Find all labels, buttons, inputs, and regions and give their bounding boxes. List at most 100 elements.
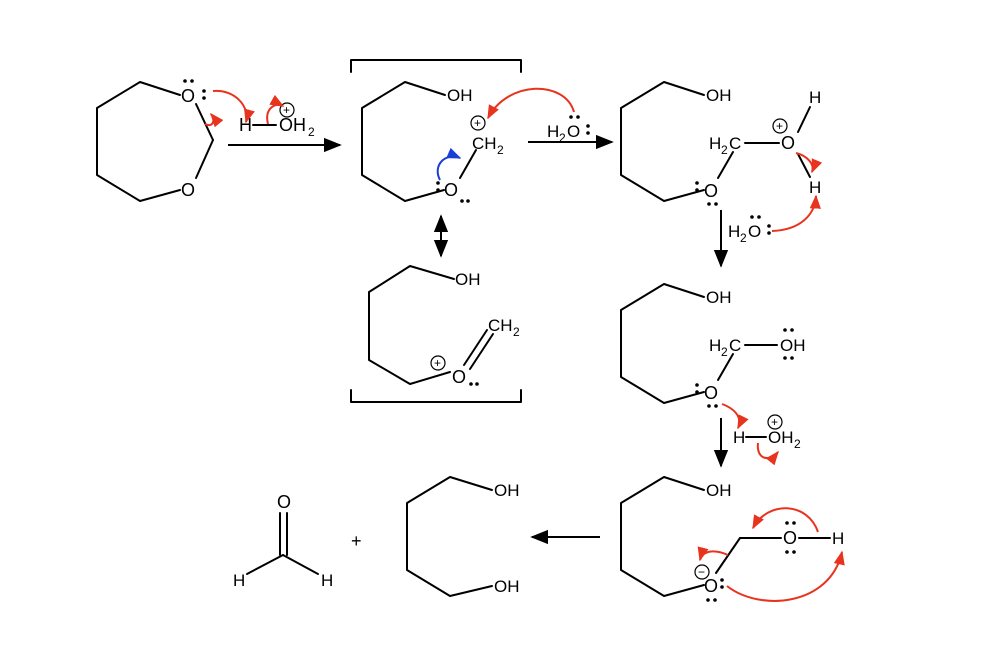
svg-text:+: + [283,103,290,117]
int1-o-label: O [704,181,718,201]
form-a-o-ch2-bond [459,149,477,179]
int1-o-h-bond-bottom [797,153,811,178]
int3-h-label: H [832,529,844,548]
curved-arrow-o-takes-proton [721,403,749,430]
dioxepane-bond-ch2-o2 [195,139,214,179]
form-b-oh-label: OH [455,270,481,289]
water-2-o-label: O [748,222,761,241]
curved-arrow-oh-lone-pair-to-pi [752,507,819,533]
svg-text:+: + [771,415,778,429]
int1-chain-bonds [620,81,705,202]
water-base-1: H 2 O [728,215,771,245]
int3-oh-label: OH [706,481,732,500]
int1-oh-label: OH [706,86,732,105]
int3-lone-pairs [706,521,796,602]
form-a-chain-bonds [361,81,446,202]
svg-text:−: − [698,565,705,579]
dioxepane-o1-label: O [181,86,195,106]
formaldehyde-h-left: H [233,571,245,590]
int2-h2c-c: C [729,336,741,355]
plus-sign: + [351,531,362,551]
curved-arrow-h-o-bond-breaks-2 [756,442,779,466]
hydronium-2-subscript: 2 [794,437,801,451]
int2-h2c-subscript: 2 [721,345,728,359]
curved-arrow-alkoxide-takes-proton [726,550,845,602]
curved-arrow-c-o-bond-breaks [697,546,729,562]
dioxepane-lone-pairs [183,79,206,100]
form-b-double-bond-2 [469,333,494,370]
curved-arrow-h-o-bond-breaks [266,94,285,125]
int2-lone-pairs [695,328,794,408]
formaldehyde-o-label: O [277,492,291,512]
svg-text:+: + [434,356,441,370]
hydronium-oh-label: OH [279,115,306,135]
form-a-positive-charge: + [470,115,486,131]
water-1-h-label: H [547,122,559,141]
form-b-double-bond-1 [463,329,488,366]
protonated-hemiacetal: OH O H 2 C O H H + [620,81,823,206]
butanediol-product: OH OH [406,476,520,597]
hemiacetal: OH O H 2 C OH [620,283,806,408]
int2-h2c-h: H [709,336,721,355]
int3-negative-charge: − [694,564,710,580]
diol-oh-bottom: OH [494,577,520,596]
hydronium-2-positive-charge: + [767,414,783,430]
hydronium-h-label: H [239,115,252,135]
curved-arrow-water-takes-proton [771,194,821,232]
oxocarbenium-form-a: OH O CH 2 + [361,81,504,203]
form-a-oh-label: OH [447,86,473,105]
resonance-bracket-top [350,59,522,73]
curved-arrow-ring-o-protonation [204,112,224,128]
int1-h2c-subscript: 2 [721,143,728,157]
form-b-chain-bonds [368,265,455,385]
form-b-positive-charge: + [430,355,446,371]
diol-oh-top: OH [494,481,520,500]
int1-h2c-h: H [709,134,721,153]
curved-arrow-lone-pair-to-pi [436,147,462,181]
int1-lone-pairs [695,181,718,206]
svg-text:+: + [776,119,783,133]
int1-h2c-c: C [729,134,741,153]
hydronium-reagent-1: H OH 2 + [239,102,315,139]
curved-arrow-o-attacks-h [212,89,255,124]
hydronium-reagent-2: H OH 2 + [733,414,801,451]
form-a-ch2-label: CH [472,134,497,153]
int1-h-bottom: H [809,178,821,197]
form-b-ch2-label: CH [488,316,513,335]
int2-oh-right: OH [780,336,806,355]
water-1-subscript: 2 [559,131,566,145]
hydronium-2-h-label: H [733,428,745,447]
form-a-ch2-subscript: 2 [497,143,504,157]
formaldehyde-c-h-bond-right [282,554,319,575]
hydronium-subscript: 2 [308,125,315,139]
dioxepane-molecule: O O [96,79,214,202]
resonance-bracket-bottom [350,389,522,403]
form-a-o-label: O [444,180,458,200]
form-b-o-label: O [452,367,466,387]
formaldehyde-c-h-bond-left [246,554,284,575]
int2-o-ch2-bond [717,353,734,381]
int3-o-right: O [783,528,797,548]
form-a-lone-pairs [436,181,470,203]
int1-oxonium-o: O [781,133,795,153]
int1-o-h-bond-top [797,106,811,133]
svg-text:+: + [474,116,481,130]
formaldehyde-product: O H H [233,492,333,590]
int2-chain-bonds [620,283,705,404]
int2-oh-label: OH [706,288,732,307]
curved-arrow-oh-bond-breaks [795,152,823,174]
oxocarbenium-form-b: OH O CH 2 + [368,265,520,387]
hydronium-2-oh-label: OH [768,428,794,447]
int1-o-ch2-bond [717,151,734,179]
int3-o-ch2-bond [715,537,741,574]
int2-o-label: O [704,383,718,403]
int1-h-top: H [809,88,821,107]
water-nucleophile-1: H 2 O [547,115,590,145]
int3-chain-bonds [620,476,705,597]
int1-positive-charge: + [772,118,788,134]
formaldehyde-h-right: H [321,571,333,590]
diol-chain-bonds [406,476,493,597]
dioxepane-ring-bonds [96,81,181,202]
water-1-o-label: O [567,122,580,141]
